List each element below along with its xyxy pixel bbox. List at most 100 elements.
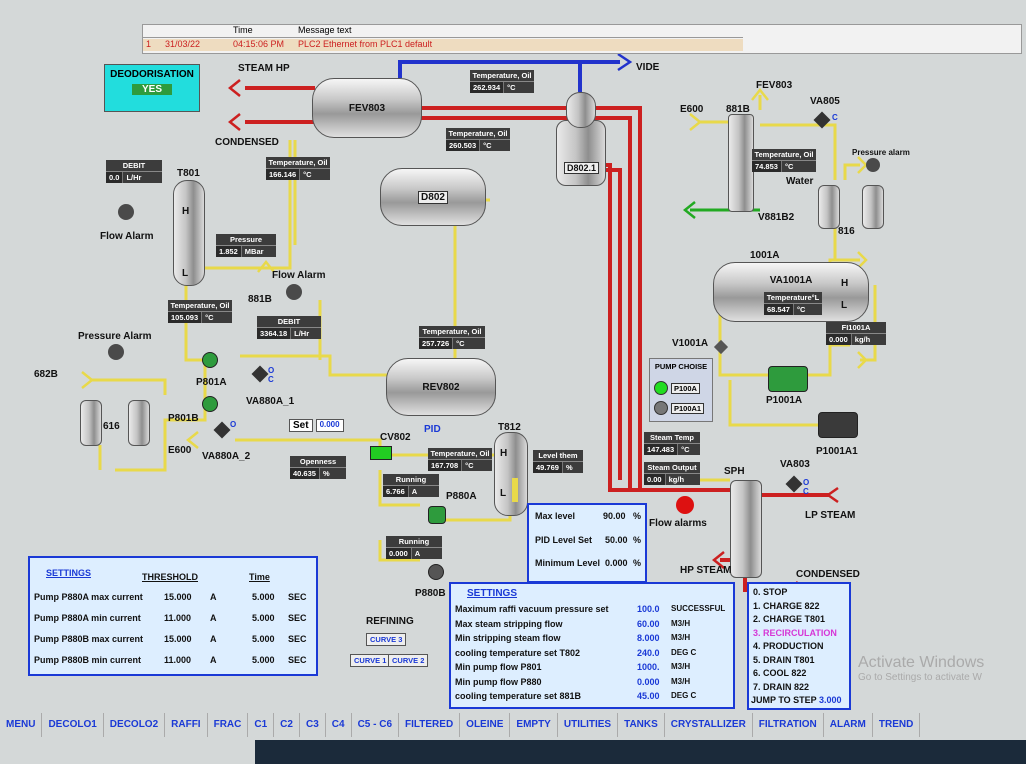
pump-choise-option-1[interactable]: P100A: [654, 381, 700, 395]
p801a-label: P801A: [196, 377, 227, 388]
nav-c1[interactable]: C1: [248, 713, 275, 737]
max-level-value[interactable]: 90.00: [603, 511, 626, 521]
alarm-table[interactable]: Time Message text 1 31/03/22 04:15:06 PM…: [142, 24, 1022, 54]
e600-right-label: E600: [680, 104, 704, 115]
pump-p1001a1[interactable]: [818, 412, 858, 438]
nav-utilities[interactable]: UTILITIES: [558, 713, 619, 737]
setting-time-value[interactable]: 5.000: [252, 655, 275, 665]
nav-c4[interactable]: C4: [326, 713, 352, 737]
setting-time-value[interactable]: 5.000: [252, 634, 275, 644]
jump-to-step-value[interactable]: 3.000: [819, 695, 842, 705]
nav-raffi[interactable]: RAFFI: [165, 713, 208, 737]
setting-time-value[interactable]: 5.000: [252, 592, 275, 602]
nav-frac[interactable]: FRAC: [208, 713, 249, 737]
pump-choise-option-2[interactable]: P100A1: [654, 401, 705, 415]
nav-decolo1[interactable]: DECOLO1: [42, 713, 104, 737]
tank-rev802[interactable]: REV802: [386, 358, 496, 416]
nav-oleine[interactable]: OLEINE: [460, 713, 511, 737]
setting-value[interactable]: 8.000: [637, 633, 660, 643]
tank-t801[interactable]: [173, 180, 205, 286]
flow-alarm-2-lamp[interactable]: [286, 284, 302, 300]
hp-steam-label: HP STEAM: [680, 565, 732, 576]
step-item[interactable]: 0. STOP: [753, 587, 788, 597]
tank-sph[interactable]: [730, 480, 762, 578]
step-item[interactable]: 5. DRAIN T801: [753, 654, 815, 665]
nav-menu[interactable]: MENU: [0, 713, 43, 737]
filter-616-a[interactable]: [80, 400, 102, 446]
nav-decolo2[interactable]: DECOLO2: [104, 713, 166, 737]
pump-p801b[interactable]: [202, 396, 218, 412]
readout-value: 1.852: [216, 246, 242, 257]
filter-616-b[interactable]: [128, 400, 150, 446]
tank-va1001a-label: VA1001A: [769, 274, 813, 286]
nav-c5-c6[interactable]: C5 - C6: [352, 713, 400, 737]
pump-p880a[interactable]: [428, 506, 446, 524]
curve-1-button[interactable]: CURVE 1: [350, 654, 391, 667]
readout-value: 0.000: [386, 548, 412, 559]
settings-threshold-header: THRESHOLD: [142, 572, 198, 582]
condensed-top-label: CONDENSED: [215, 137, 279, 148]
deodorisation-value[interactable]: YES: [132, 84, 172, 95]
step-item[interactable]: 7. DRAIN 822: [753, 681, 810, 692]
setting-threshold-value[interactable]: 15.000: [164, 592, 192, 602]
alarm-row-date: 31/03/22: [165, 39, 201, 49]
setting-value[interactable]: 240.0: [637, 647, 660, 658]
tank-fev803[interactable]: FEV803: [312, 78, 422, 138]
t812-label: T812: [498, 422, 521, 433]
nav-tanks[interactable]: TANKS: [618, 713, 665, 737]
step-item[interactable]: 1. CHARGE 822: [753, 600, 820, 611]
pid-level-value[interactable]: 50.00: [605, 535, 628, 545]
readout-value: 68.547: [764, 304, 794, 315]
setting-value[interactable]: 60.00: [637, 618, 660, 629]
flow-alarms-lamp[interactable]: [676, 496, 694, 514]
pump-p801a[interactable]: [202, 352, 218, 368]
readout-title: Pressure: [216, 234, 276, 246]
pump-p1001a[interactable]: [768, 366, 808, 392]
setpoint-box[interactable]: Set 0.000: [289, 419, 344, 432]
pressure-alarm-1-lamp[interactable]: [108, 344, 124, 360]
p880a-label: P880A: [446, 491, 477, 502]
setting-value[interactable]: 45.00: [637, 691, 660, 701]
tank-d802[interactable]: D802: [380, 168, 486, 226]
nav-filtered[interactable]: FILTERED: [399, 713, 461, 737]
step-item[interactable]: 6. COOL 822: [753, 668, 807, 678]
va880a-2-label: VA880A_2: [202, 451, 251, 462]
pump-p880b[interactable]: [428, 564, 444, 580]
readout-title: Steam Temp: [644, 432, 700, 444]
setting-threshold-value[interactable]: 11.000: [164, 655, 192, 665]
curve-2-button[interactable]: CURVE 2: [388, 654, 429, 667]
step-item[interactable]: 2. CHARGE T801: [753, 614, 826, 624]
nav-empty[interactable]: EMPTY: [510, 713, 558, 737]
nav-c2[interactable]: C2: [274, 713, 300, 737]
setting-value[interactable]: 1000.: [637, 662, 660, 672]
nav-c3[interactable]: C3: [300, 713, 326, 737]
setting-time-value[interactable]: 5.000: [252, 613, 275, 623]
nav-trend[interactable]: TREND: [873, 713, 921, 737]
tank-d802-label: D802: [418, 190, 448, 204]
tank-881b[interactable]: [728, 114, 754, 212]
flow-alarm-1-lamp[interactable]: [118, 204, 134, 220]
tank-t812[interactable]: [494, 432, 528, 516]
step-item[interactable]: 4. PRODUCTION: [753, 641, 824, 651]
tank-d802-1[interactable]: [556, 120, 606, 186]
setting-threshold-value[interactable]: 15.000: [164, 634, 192, 644]
setting-threshold-value[interactable]: 11.000: [164, 613, 192, 623]
filter-816-b[interactable]: [862, 185, 884, 229]
step-item[interactable]: 3. RECIRCULATION: [753, 627, 837, 638]
pressure-alarm-2-lamp[interactable]: [866, 158, 880, 172]
filter-816-a[interactable]: [818, 185, 840, 229]
nav-alarm[interactable]: ALARM: [824, 713, 873, 737]
min-level-value[interactable]: 0.000: [605, 558, 628, 568]
nav-filtration[interactable]: FILTRATION: [753, 713, 824, 737]
nav-crystallizer[interactable]: CRYSTALLIZER: [665, 713, 753, 737]
flow-alarms-label: Flow alarms: [649, 518, 707, 529]
alarm-row[interactable]: 1 31/03/22 04:15:06 PM PLC2 Ethernet fro…: [143, 39, 743, 51]
setting-name: Pump P880A min current: [34, 613, 141, 623]
setpoint-value[interactable]: 0.000: [315, 419, 344, 432]
setting-value[interactable]: 0.000: [637, 676, 660, 687]
curve-3-button[interactable]: CURVE 3: [366, 633, 407, 646]
va803-open-marker: O: [803, 478, 810, 487]
valve-cv802[interactable]: [370, 446, 392, 460]
setting-value[interactable]: 100.0: [637, 604, 660, 614]
